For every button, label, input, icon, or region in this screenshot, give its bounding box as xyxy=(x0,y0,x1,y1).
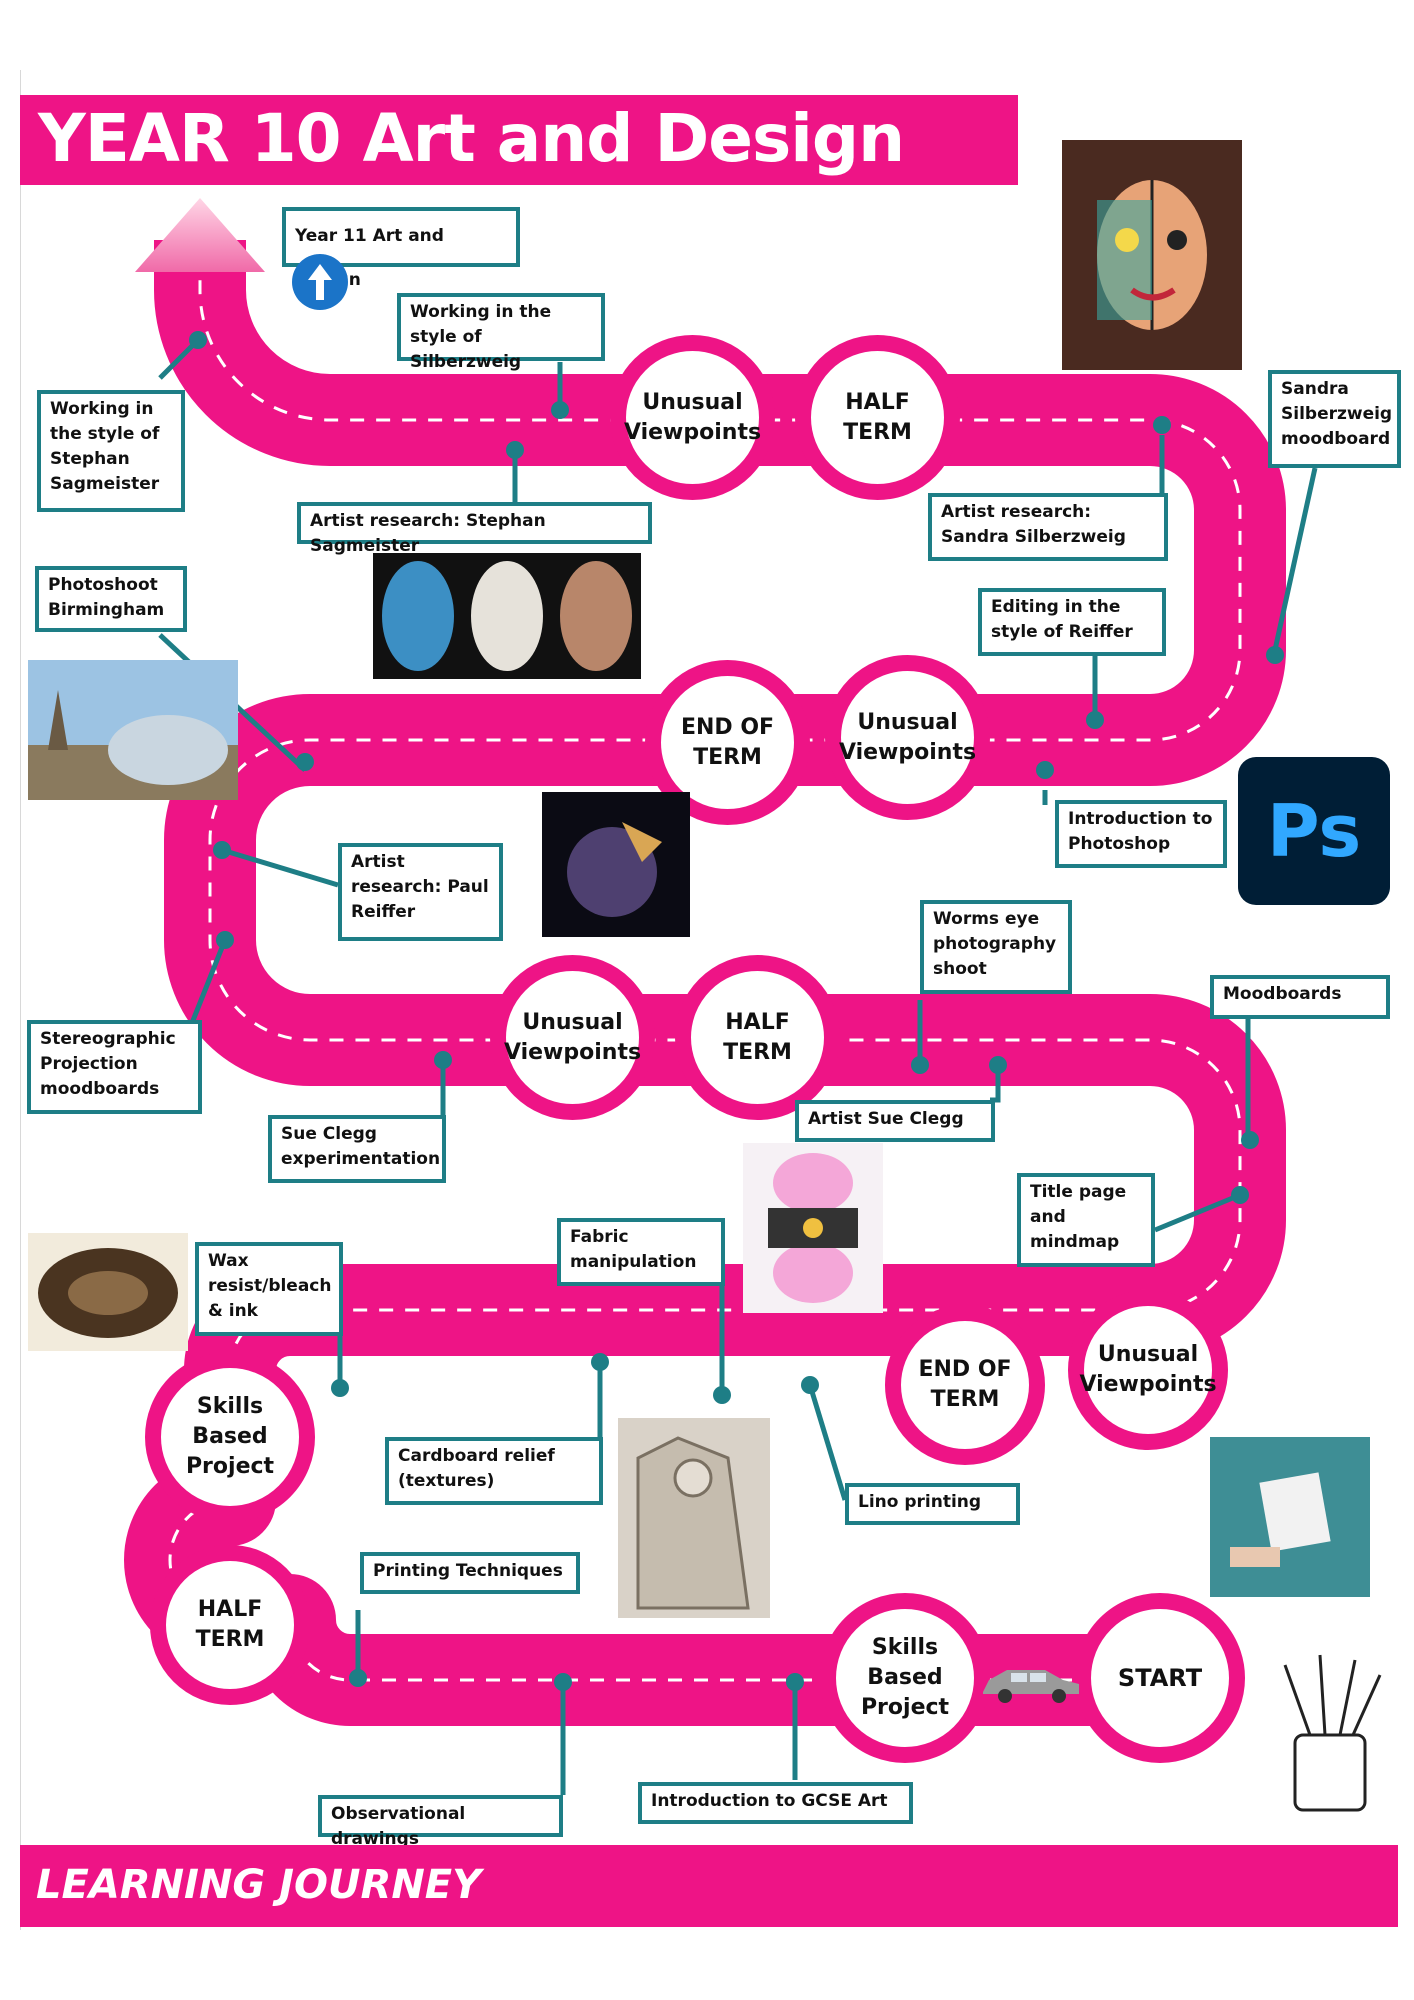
label-research-reiffer[interactable]: Artist research: Paul Reiffer xyxy=(338,843,503,941)
stop-unusual-2[interactable]: Unusual Viewpoints xyxy=(490,955,655,1120)
footer-title: LEARNING JOURNEY xyxy=(36,1862,482,1908)
label-fabric-manipulation[interactable]: Fabric manipulation xyxy=(557,1218,725,1286)
label-working-sagmeister[interactable]: Working in the style of Stephan Sagmeist… xyxy=(37,390,185,512)
lino-printing-image xyxy=(1210,1437,1370,1597)
label-moodboards[interactable]: Moodboards xyxy=(1210,975,1390,1019)
left-margin-line xyxy=(20,70,21,1930)
wax-resist-image xyxy=(28,1233,188,1351)
stop-half-term-1[interactable]: HALF TERM xyxy=(150,1545,310,1705)
kaleidoscope-icon xyxy=(743,1143,883,1313)
connector-lines xyxy=(158,338,1318,1795)
stop-unusual-3[interactable]: Unusual Viewpoints xyxy=(825,655,990,820)
label-working-silberzweig[interactable]: Working in the style of Silberzweig xyxy=(397,293,605,372)
title-bar: YEAR 10 Art and Design xyxy=(20,95,1018,185)
up-arrow-icon xyxy=(292,254,348,310)
label-silberzweig-moodboard[interactable]: Sandra Silberzweig moodboard xyxy=(1268,370,1401,468)
stop-unusual-4[interactable]: Unusual Viewpoints xyxy=(610,335,775,500)
label-worms-eye[interactable]: Worms eye photography shoot xyxy=(920,900,1072,994)
planet-icon xyxy=(542,792,690,937)
label-editing-reiffer[interactable]: Editing in the style of Reiffer xyxy=(978,588,1166,656)
portrait-face-icon xyxy=(1062,140,1242,370)
relief-icon xyxy=(618,1418,770,1618)
sagmeister-faces-image xyxy=(373,553,641,679)
stop-start[interactable]: START xyxy=(1075,1593,1245,1763)
faces-icon xyxy=(373,553,641,679)
label-intro-photoshop[interactable]: Introduction to Photoshop xyxy=(1055,800,1227,868)
label-research-sagmeister[interactable]: Artist research: Stephan Sagmeister xyxy=(297,502,652,556)
label-printing-techniques[interactable]: Printing Techniques xyxy=(360,1552,580,1594)
stop-unusual-1[interactable]: Unusual Viewpoints xyxy=(1068,1290,1228,1450)
label-intro-gcse[interactable]: Introduction to GCSE Art xyxy=(638,1782,913,1824)
label-cardboard-relief[interactable]: Cardboard relief (textures) xyxy=(385,1437,603,1505)
cardboard-relief-image xyxy=(618,1418,770,1618)
label-photoshoot-birmingham[interactable]: Photoshoot Birmingham xyxy=(35,566,187,632)
label-observational-drawings[interactable]: Observational drawings xyxy=(318,1795,563,1849)
birmingham-photo-image xyxy=(28,660,238,800)
stop-skills-based-1[interactable]: Skills Based Project xyxy=(820,1593,990,1763)
connector-dots xyxy=(189,331,1284,1691)
label-title-page[interactable]: Title page and mindmap xyxy=(1017,1173,1155,1267)
car-icon xyxy=(983,1670,1079,1703)
kaleidoscope-image xyxy=(743,1143,883,1313)
label-lino-printing[interactable]: Lino printing xyxy=(845,1483,1020,1525)
paintbrush-icon xyxy=(1283,1654,1382,1812)
stop-skills-based-2[interactable]: Skills Based Project xyxy=(145,1352,315,1522)
up-arrowhead xyxy=(135,198,265,272)
label-research-silberzweig[interactable]: Artist research: Sandra Silberzweig xyxy=(928,493,1168,561)
label-sue-clegg-experimentation[interactable]: Sue Clegg experimentation xyxy=(268,1115,446,1183)
photoshop-text: Ps xyxy=(1266,789,1362,873)
city-icon xyxy=(28,660,238,800)
label-wax-resist[interactable]: Wax resist/bleach & ink xyxy=(195,1242,343,1336)
brushes-pot-image xyxy=(1265,1650,1395,1815)
stop-half-term-2[interactable]: HALF TERM xyxy=(675,955,840,1120)
photoshop-logo: Ps xyxy=(1238,757,1390,905)
label-stereographic[interactable]: Stereographic Projection moodboards xyxy=(27,1020,202,1114)
label-artist-sue-clegg[interactable]: Artist Sue Clegg xyxy=(795,1100,995,1142)
footer-bar: LEARNING JOURNEY xyxy=(20,1845,1398,1927)
ink-blot-icon xyxy=(28,1233,188,1351)
silberzweig-portrait-image xyxy=(1062,140,1242,370)
stop-half-term-3[interactable]: HALF TERM xyxy=(795,335,960,500)
reiffer-stereographic-image xyxy=(542,792,690,937)
print-icon xyxy=(1210,1437,1370,1597)
page-title: YEAR 10 Art and Design xyxy=(38,100,905,177)
stop-end-of-term-1[interactable]: END OF TERM xyxy=(885,1305,1045,1465)
